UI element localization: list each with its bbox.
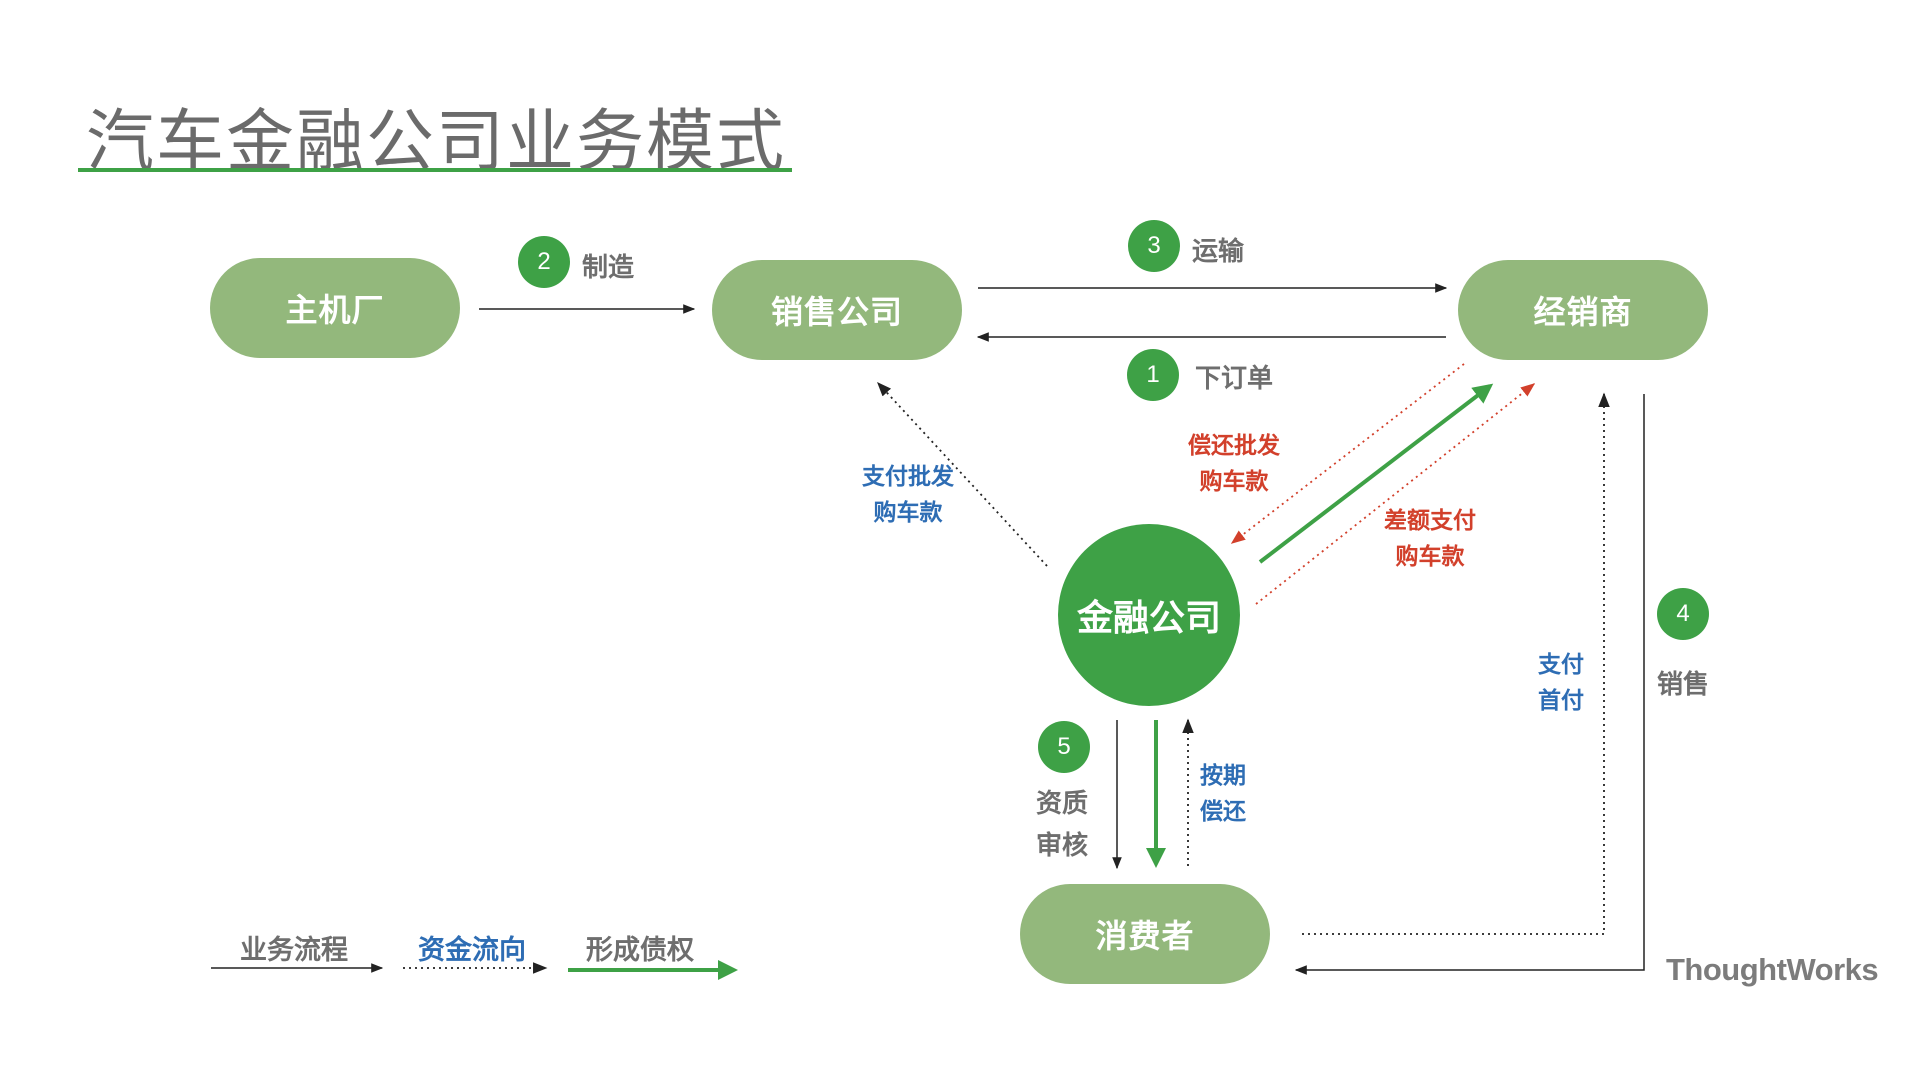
- arrow-debt-dealer: [1258, 383, 1494, 564]
- node-oem: 主机厂: [210, 258, 460, 358]
- step-badge-5: 5: [1038, 721, 1090, 773]
- node-finance-company: 金融公司: [1058, 524, 1240, 706]
- step-badge-2: 2: [518, 236, 570, 288]
- step-label-manufacture: 制造: [582, 253, 635, 283]
- step-label-transport: 运输: [1192, 237, 1245, 267]
- step-badge-4: 4: [1657, 588, 1709, 640]
- step-label-qualification: 资质 审核: [1036, 789, 1089, 861]
- label-pay-difference: 差额支付 购车款: [1384, 508, 1476, 570]
- label-repay-wholesale: 偿还批发 购车款: [1188, 433, 1280, 495]
- step-badge-3: 3: [1128, 220, 1180, 272]
- arrow-pay-difference: [1255, 383, 1536, 605]
- node-consumer: 消费者: [1020, 884, 1270, 984]
- step-label-order: 下订单: [1195, 364, 1274, 394]
- arrow-down-payment: [1302, 392, 1610, 935]
- title-underline: [78, 168, 792, 172]
- arrow-repay-wholesale: [1230, 363, 1465, 544]
- arrow-sales: [1294, 394, 1645, 975]
- legend-debt-formation: 形成债权: [586, 935, 694, 966]
- brand-logo: ThoughtWorks: [1666, 952, 1879, 987]
- label-pay-wholesale: 支付批发 购车款: [862, 464, 954, 526]
- legend-fund-flow: 资金流向: [418, 935, 526, 966]
- node-sales-company: 销售公司: [712, 260, 962, 360]
- node-dealer: 经销商: [1458, 260, 1708, 360]
- step-badge-1: 1: [1127, 349, 1179, 401]
- step-label-sales: 销售: [1657, 670, 1710, 700]
- label-installment-repay: 按期 偿还: [1200, 763, 1246, 825]
- label-down-payment: 支付 首付: [1538, 652, 1584, 714]
- legend-business-flow: 业务流程: [240, 935, 348, 966]
